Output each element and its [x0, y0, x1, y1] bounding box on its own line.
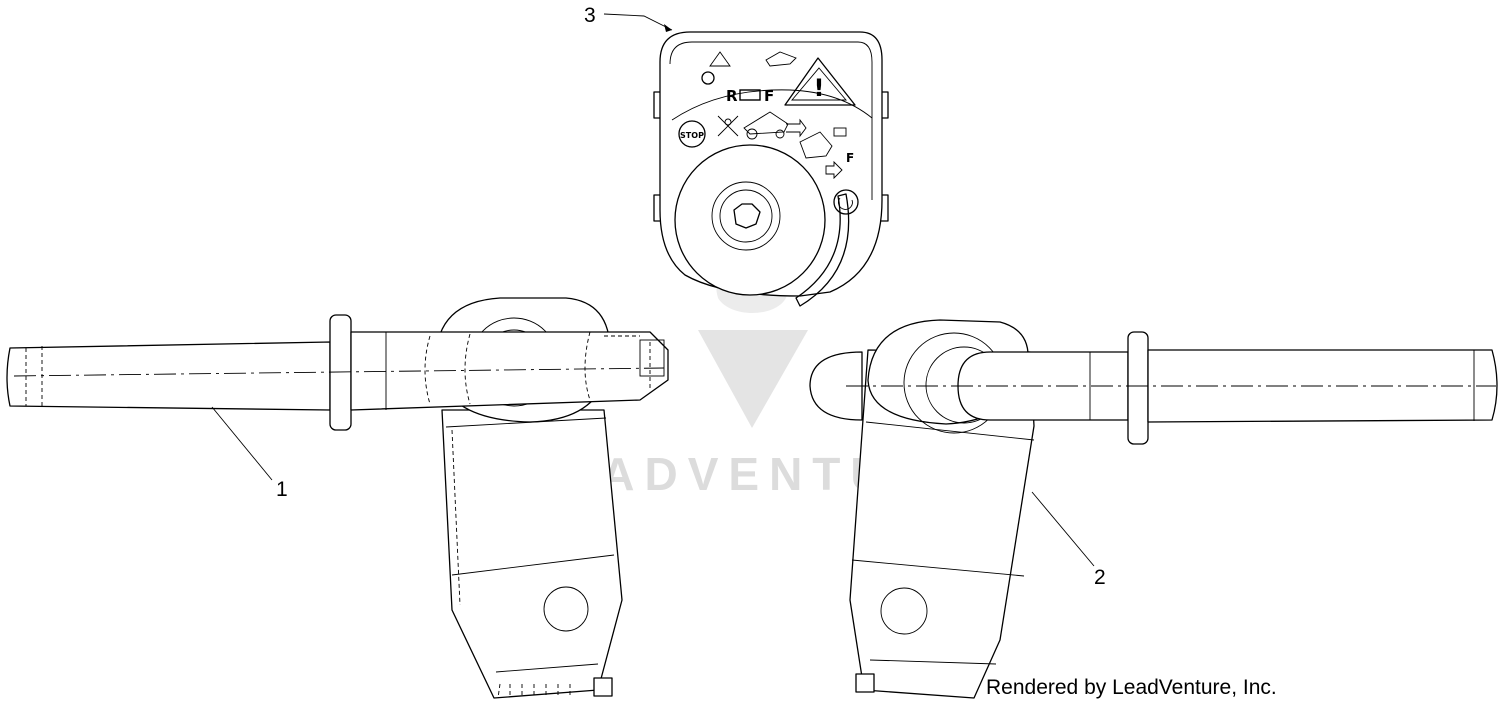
operator-hand-icon: [765, 51, 797, 67]
render-credit: Rendered by LeadVenture, Inc.: [986, 676, 1277, 699]
right-lever-tab: [855, 673, 875, 693]
tractor-mow-icon: F: [799, 127, 854, 180]
switch-housing-inner-edge: [669, 41, 873, 200]
right-lever-hole: [880, 587, 928, 635]
no-rider-icon: [717, 115, 739, 137]
left-shaft-end: [6, 341, 331, 411]
leader-line-1: [211, 406, 273, 481]
callout-3: 3: [584, 4, 596, 27]
left-lever-hidden-edges: [451, 429, 571, 699]
leader-line-2: [1031, 491, 1095, 567]
leader-arrow-3: [664, 24, 672, 32]
left-lever-bend-bottom: [451, 554, 615, 576]
left-shaft-hidden-edges: [25, 331, 651, 408]
start-icon: [833, 189, 859, 215]
left-shaft-flat: [639, 339, 665, 377]
indicator-icon: [701, 71, 715, 85]
callout-2: 2: [1094, 566, 1106, 589]
left-shaft-main: [350, 331, 669, 411]
key-dial: [674, 144, 826, 296]
stop-icon: [678, 120, 706, 148]
left-lever-body: [441, 409, 623, 699]
key-slot: [733, 203, 761, 229]
mower-deck-icon: [739, 89, 761, 101]
warning-triangle-inner: [791, 67, 847, 101]
watermark-logo-v: [698, 330, 808, 428]
right-shaft-rounded-end: [809, 351, 863, 421]
small-warning-icon: [709, 51, 731, 67]
leader-line-3: [603, 13, 673, 31]
key-dial-ring: [711, 181, 781, 251]
left-shaft-centerline: [13, 367, 665, 377]
left-shaft-lever-part: [6, 297, 669, 699]
switch-slot: [795, 193, 850, 307]
left-lever-tab: [593, 677, 613, 697]
warning-triangle-outer: [784, 57, 856, 106]
left-lever-bottom-fold: [495, 663, 599, 673]
callout-1: 1: [276, 478, 288, 501]
warning-symbol: !: [814, 74, 825, 102]
right-lever-bend-bottom: [851, 559, 1025, 577]
right-shaft-lever-part: [809, 319, 1498, 699]
reverse-label: R: [726, 87, 738, 105]
key-slot-ring: [719, 189, 773, 243]
right-lever-bend-top: [865, 421, 1035, 441]
stop-label: STOP: [680, 131, 704, 140]
ignition-switch-part: ! R F STOP F: [653, 31, 889, 307]
tractor-forward-icon: [743, 111, 807, 140]
right-shaft-collar: [1127, 331, 1149, 445]
left-lever-hole: [543, 586, 589, 632]
start-arrow: [838, 197, 853, 210]
forward-label-secondary: F: [846, 151, 854, 165]
forward-label: F: [764, 87, 774, 105]
right-lever-bottom-fold: [869, 659, 997, 665]
switch-label-arc: [671, 89, 873, 121]
